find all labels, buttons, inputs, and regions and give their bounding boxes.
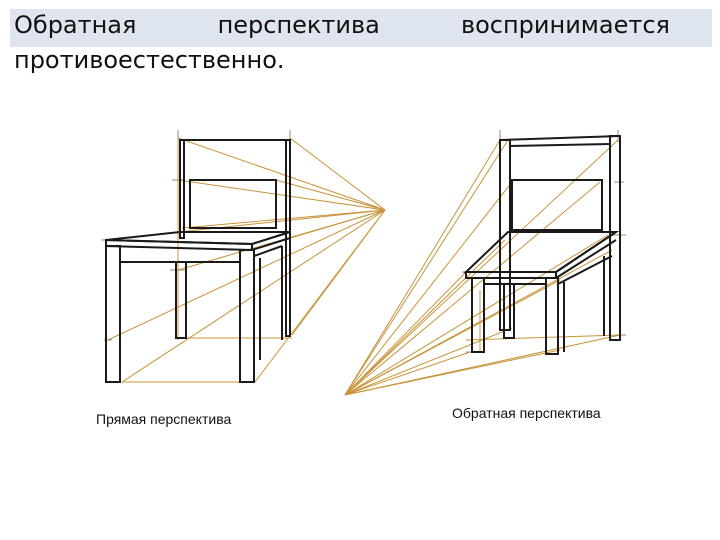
direct-perspective-caption: Прямая перспектива <box>96 411 231 427</box>
reverse-perspective-chair <box>344 130 626 396</box>
reverse-perspective-caption: Обратная перспектива <box>452 405 601 421</box>
title-bar <box>10 9 712 47</box>
left-grid-ticks <box>101 130 291 341</box>
title-word-1: Обратная <box>14 11 137 39</box>
right-chair-frame <box>463 135 621 355</box>
right-projection-lines <box>344 139 621 396</box>
left-projection-lines <box>104 137 386 383</box>
title-word-3: воспринимается <box>460 11 670 39</box>
page-title: Обратная перспектива воспринимается <box>14 10 670 40</box>
direct-perspective-chair <box>101 130 386 383</box>
title-word-2: перспектива <box>217 11 380 39</box>
left-chair-frame <box>105 139 291 383</box>
page-title-line2: противоестественно. <box>14 46 285 74</box>
